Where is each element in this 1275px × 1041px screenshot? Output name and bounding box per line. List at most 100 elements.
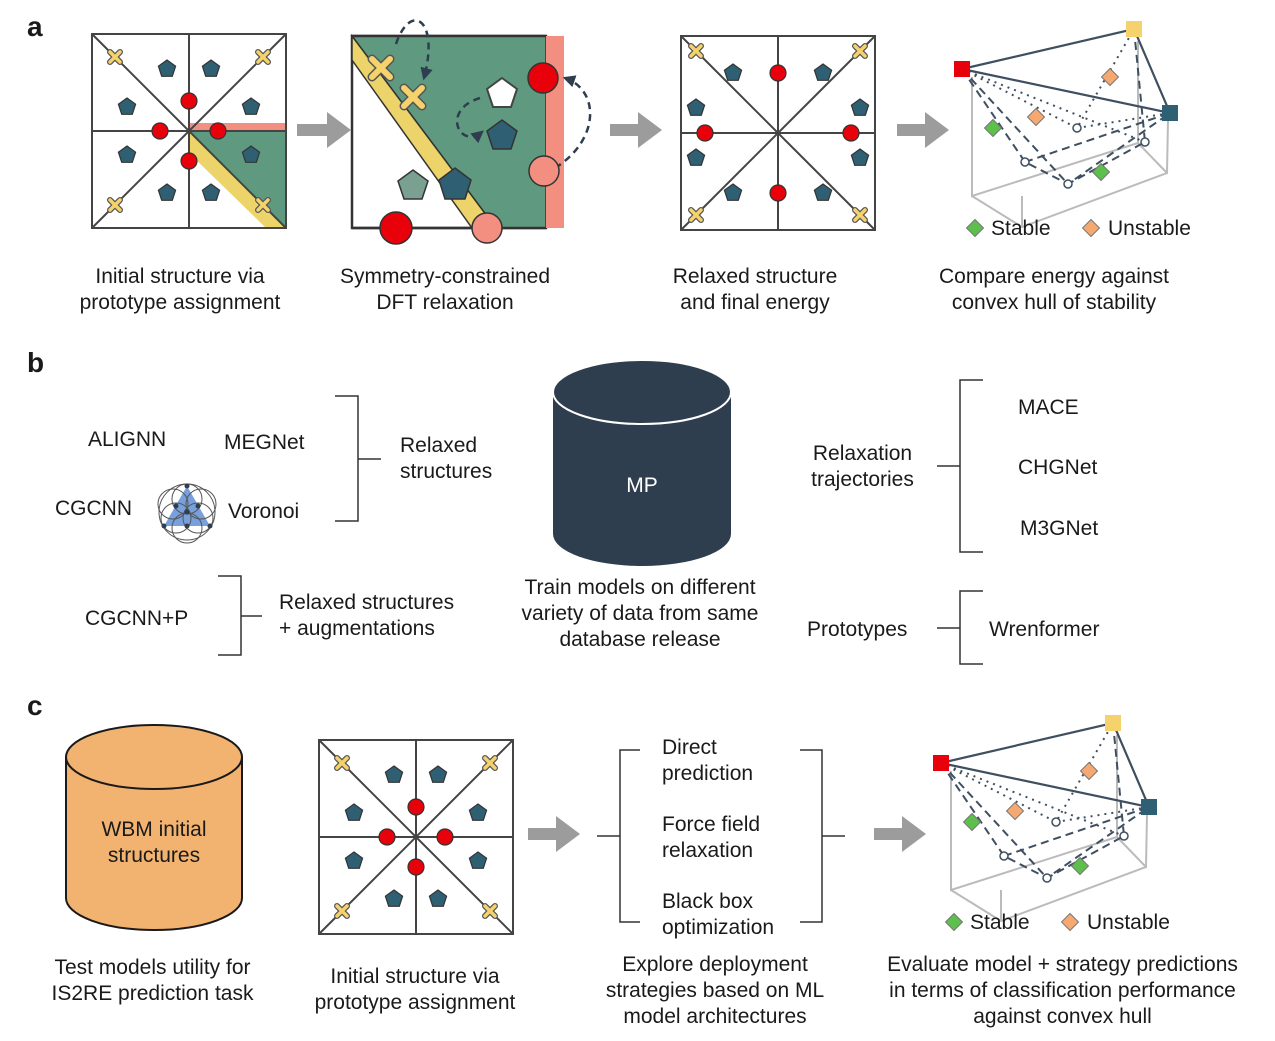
mp-database-label: MP	[626, 474, 658, 497]
x-site-marker	[852, 207, 868, 223]
relaxed-structure-diagram	[680, 35, 876, 231]
legend-unstable-label: Unstable	[1108, 217, 1191, 240]
legend-stable-marker	[965, 218, 985, 238]
panel-label-c: c	[27, 690, 43, 721]
endpoint-teal	[1162, 105, 1178, 121]
red-atom	[842, 124, 860, 142]
endpoint-red	[933, 755, 949, 771]
pentagon-atom	[384, 889, 404, 907]
endpoint-yellow	[1105, 715, 1121, 731]
x-site-marker	[334, 755, 350, 771]
red-atom	[769, 64, 787, 82]
dft-relaxation-diagram	[350, 19, 592, 245]
hull-vertex	[1042, 873, 1052, 883]
hull-triangle	[940, 721, 1151, 809]
pentagon-teal-large	[486, 119, 518, 150]
pentagon-atom	[723, 63, 743, 81]
flow-arrow	[297, 112, 351, 148]
unstable-point	[1079, 761, 1099, 781]
x-site-marker	[852, 43, 868, 59]
pentagon-atom	[686, 98, 706, 116]
pentagon-atom	[241, 97, 261, 115]
pentagon-light	[397, 169, 429, 200]
hull-vertex	[1020, 157, 1030, 167]
initial-structure-diagram	[91, 33, 287, 229]
salmon-atom	[471, 212, 503, 244]
legend-unstable-marker	[1081, 218, 1101, 238]
voronoi-icon	[157, 483, 217, 544]
pentagon-atom	[157, 183, 177, 201]
pentagon-atom	[686, 148, 706, 166]
hull-frame	[971, 119, 1169, 229]
convex-hull-diagram	[933, 715, 1157, 932]
augmentations-label: Relaxed structures+ augmentations	[279, 591, 455, 640]
unstable-point	[1100, 67, 1120, 87]
hull-vertex	[1072, 123, 1082, 133]
pentagon-atom	[468, 803, 488, 821]
hull-vertex	[1140, 137, 1150, 147]
hull-vertex	[999, 851, 1009, 861]
stable-point	[1070, 856, 1090, 876]
mp-database-icon	[552, 359, 732, 566]
hull-triangle	[961, 27, 1172, 115]
pentagon-atom	[241, 145, 261, 163]
endpoint-teal	[1141, 799, 1157, 815]
hull-curve	[940, 722, 1114, 824]
legend-stable-marker	[944, 912, 964, 932]
hull-frame	[950, 735, 1118, 892]
legend-stable-label: Stable	[970, 911, 1030, 934]
salmon-bar	[189, 123, 286, 131]
stable-point	[962, 812, 982, 832]
wbm-database-icon	[65, 724, 243, 931]
hull-curve	[940, 762, 1150, 880]
prototype-bracket	[937, 590, 983, 665]
model-m3gnet: M3GNet	[1020, 517, 1099, 540]
x-site-marker	[399, 83, 427, 111]
salmon-atom	[528, 155, 560, 187]
convex-hull-diagram	[954, 21, 1178, 238]
model-mace: MACE	[1018, 396, 1079, 419]
pentagon-atom	[428, 889, 448, 907]
panel-label-b: b	[27, 347, 45, 378]
pentagon-dark	[438, 167, 472, 200]
hull-frame	[971, 41, 1139, 198]
strategy-bracket	[597, 749, 845, 923]
x-site-marker	[107, 197, 123, 213]
legend-unstable-marker	[1060, 912, 1080, 932]
stable-point	[1091, 162, 1111, 182]
x-site-marker	[255, 197, 271, 213]
hull-frame	[950, 813, 1148, 923]
red-atom	[209, 122, 227, 140]
model-voronoi: Voronoi	[228, 500, 300, 523]
hull-curve	[961, 68, 1171, 186]
relaxed-bracket	[335, 395, 381, 522]
pentagon-atom	[428, 765, 448, 783]
hull-curve	[961, 28, 1135, 130]
x-site-marker	[107, 49, 123, 65]
red-atom	[378, 828, 396, 846]
stable-point	[983, 118, 1003, 138]
pentagon-atom	[201, 59, 221, 77]
red-atom	[180, 152, 198, 170]
pentagon-atom	[157, 59, 177, 77]
red-atom	[769, 184, 787, 202]
prototypes-label: Prototypes	[807, 618, 908, 641]
unstable-point	[1005, 801, 1025, 821]
endpoint-red	[954, 61, 970, 77]
red-atom	[436, 828, 454, 846]
pentagon-atom	[344, 803, 364, 821]
x-site-marker	[255, 49, 271, 65]
unstable-point	[1026, 107, 1046, 127]
flow-arrow	[897, 112, 949, 148]
pentagon-atom	[813, 63, 833, 81]
pentagon-atom	[117, 145, 137, 163]
x-site-marker	[334, 903, 350, 919]
